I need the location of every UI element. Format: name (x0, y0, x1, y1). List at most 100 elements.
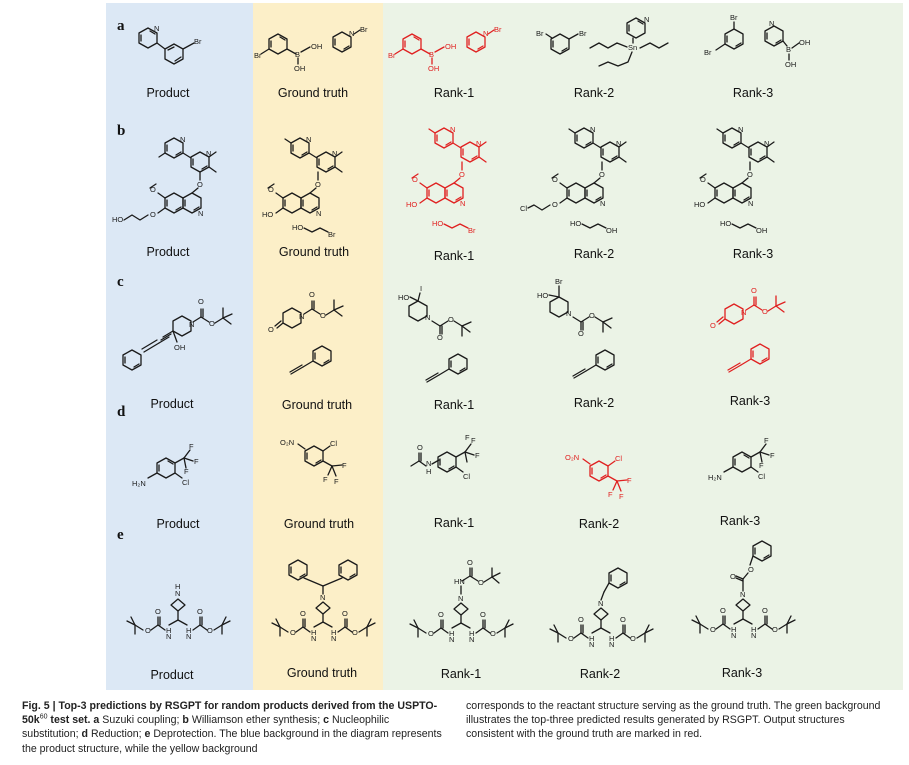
svg-text:F: F (334, 477, 339, 486)
svg-text:O: O (720, 606, 726, 615)
svg-text:Cl: Cl (330, 439, 337, 448)
label-a-truth: Ground truth (277, 86, 349, 100)
svg-text:O: O (710, 321, 716, 330)
row-letter-c: c (117, 274, 124, 290)
svg-text:O: O (268, 325, 274, 334)
svg-text:N: N (206, 149, 211, 158)
svg-text:HO: HO (406, 200, 417, 209)
label-d-product: Product (156, 517, 200, 531)
molecule-c-rank3: N O O O (710, 286, 786, 373)
caption-part-letter-c: c (323, 714, 330, 727)
svg-text:H₂N: H₂N (708, 473, 722, 482)
svg-text:O: O (568, 634, 574, 643)
svg-text:Br: Br (494, 25, 502, 34)
svg-text:O: O (710, 625, 716, 634)
svg-text:OH: OH (311, 42, 322, 51)
svg-text:O: O (599, 170, 605, 179)
svg-text:OH: OH (428, 64, 439, 73)
svg-text:O: O (412, 175, 418, 184)
svg-text:OH: OH (445, 42, 456, 51)
molecule-a-rank3: Br Br N B OH OH (704, 13, 810, 69)
molecule-b-rank2: N N O N O O Cl HO OH (520, 125, 627, 235)
molecule-a-rank2: Br Br Sn N (536, 15, 669, 67)
svg-text:N: N (450, 125, 455, 134)
row-letter-b: b (117, 123, 126, 139)
svg-text:B: B (429, 50, 434, 59)
svg-text:N: N (189, 320, 194, 329)
svg-text:O: O (747, 170, 753, 179)
svg-text:O: O (417, 443, 423, 452)
svg-text:HO: HO (292, 223, 303, 232)
svg-text:N: N (316, 209, 321, 218)
svg-text:HO: HO (262, 210, 273, 219)
svg-text:O: O (620, 615, 626, 624)
svg-text:Cl: Cl (182, 478, 189, 487)
svg-text:F: F (475, 451, 480, 460)
svg-text:OH: OH (756, 226, 767, 235)
svg-text:Cl: Cl (615, 454, 622, 463)
svg-text:N: N (483, 29, 488, 38)
svg-text:O: O (145, 626, 151, 635)
svg-text:O: O (198, 297, 204, 306)
row-letter-d: d (117, 404, 126, 420)
svg-text:O: O (730, 572, 736, 581)
svg-text:Br: Br (555, 277, 563, 286)
caption-fig-label: Fig. 5 | (22, 700, 56, 712)
svg-text:N: N (476, 139, 481, 148)
svg-text:O₂N: O₂N (565, 453, 579, 462)
svg-text:B: B (786, 45, 791, 54)
svg-text:O: O (578, 615, 584, 624)
svg-text:H: H (469, 629, 474, 638)
molecule-b-rank1: N N O N O HO HO Br (406, 125, 487, 235)
svg-text:F: F (342, 461, 347, 470)
label-e-rank2: Rank-2 (579, 667, 621, 681)
svg-text:N: N (598, 599, 603, 608)
svg-text:O: O (209, 319, 215, 328)
svg-text:O: O (490, 629, 496, 638)
svg-text:OH: OH (294, 64, 305, 73)
ground-truth-background-panel (253, 3, 383, 690)
svg-text:HO: HO (432, 219, 443, 228)
svg-text:N: N (320, 593, 325, 602)
label-e-product: Product (150, 668, 194, 682)
svg-text:O: O (150, 185, 156, 194)
svg-text:F: F (471, 436, 476, 445)
svg-text:N: N (616, 139, 621, 148)
svg-text:N: N (154, 24, 159, 33)
svg-text:N: N (180, 135, 185, 144)
caption-title-end: test set. (47, 714, 91, 727)
svg-text:Cl: Cl (520, 204, 527, 213)
svg-text:F: F (608, 490, 613, 499)
svg-text:N: N (741, 308, 746, 317)
svg-text:H: H (731, 625, 736, 634)
svg-text:N: N (306, 135, 311, 144)
caption-left-column: Fig. 5 | Top-3 predictions by RSGPT for … (22, 699, 448, 756)
svg-text:Br: Br (194, 37, 202, 46)
caption-part-text-d: Reduction; (90, 728, 142, 741)
svg-text:N: N (198, 209, 203, 218)
svg-text:Br: Br (704, 48, 712, 57)
svg-text:O: O (437, 333, 443, 342)
svg-text:N: N (331, 634, 336, 643)
molecule-d-rank1: O HN FFF Cl (410, 433, 480, 481)
svg-text:HO: HO (720, 219, 731, 228)
svg-text:O: O (630, 634, 636, 643)
caption-part-letter-a: a (93, 714, 100, 727)
label-a-product: Product (146, 86, 190, 100)
svg-text:O: O (150, 210, 156, 219)
svg-text:HO: HO (112, 215, 123, 224)
svg-text:N: N (349, 29, 354, 38)
svg-text:F: F (627, 476, 632, 485)
svg-text:O: O (268, 185, 274, 194)
svg-text:OH: OH (799, 38, 810, 47)
svg-text:F: F (465, 433, 470, 442)
svg-text:H: H (751, 625, 756, 634)
svg-text:O: O (309, 290, 315, 299)
label-b-rank1: Rank-1 (433, 249, 475, 263)
label-b-truth: Ground truth (278, 245, 350, 259)
svg-text:Br: Br (388, 51, 396, 60)
label-e-rank1: Rank-1 (440, 667, 482, 681)
svg-text:N: N (175, 589, 180, 598)
svg-text:N: N (449, 635, 454, 644)
row-letter-a: a (117, 18, 125, 34)
